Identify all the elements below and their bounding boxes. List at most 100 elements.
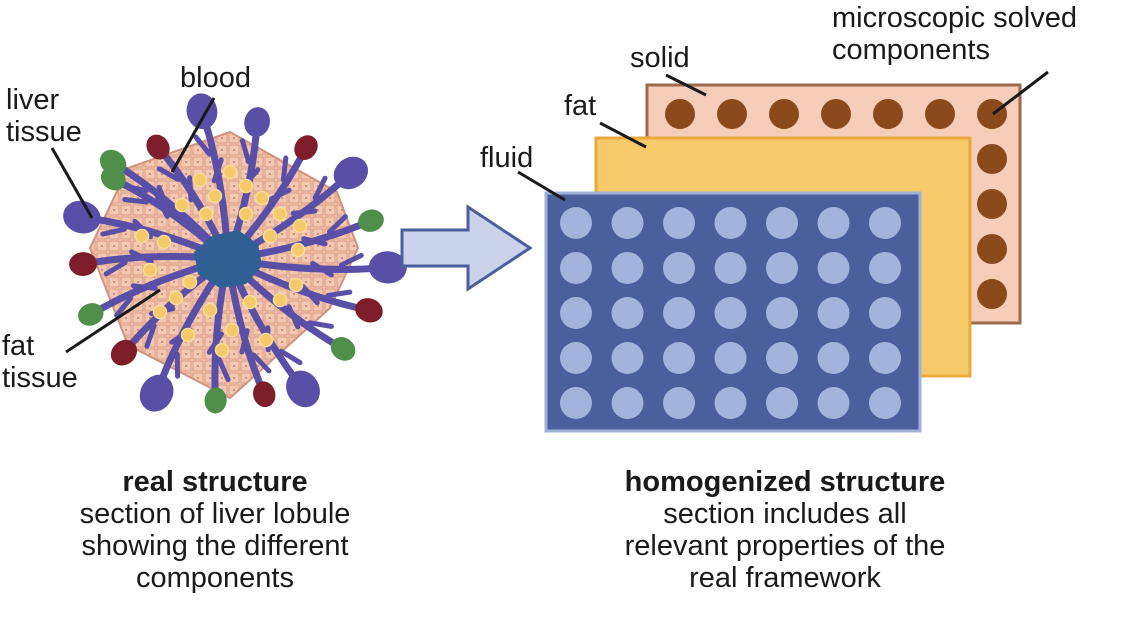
vessel-bulb bbox=[358, 209, 384, 232]
fluid-dot bbox=[714, 207, 747, 239]
real-structure-caption: real structure section of liver lobule s… bbox=[20, 466, 410, 594]
fat-droplet bbox=[152, 304, 168, 320]
fat-tissue-leader bbox=[65, 288, 161, 354]
fat-droplet bbox=[288, 277, 304, 293]
fat-label: fat bbox=[564, 90, 597, 122]
fluid-dot bbox=[560, 207, 592, 239]
fat-droplet bbox=[142, 262, 158, 278]
fat-droplet bbox=[207, 188, 223, 204]
vessel-branch bbox=[100, 226, 127, 237]
fat-droplet bbox=[290, 242, 306, 258]
vessel-branch bbox=[154, 194, 170, 219]
fluid-dot bbox=[663, 342, 695, 374]
fluid-dot bbox=[817, 207, 850, 239]
blood-label: blood bbox=[180, 62, 251, 94]
liver-tissue-label-line2: tissue bbox=[6, 116, 82, 148]
fat-droplet bbox=[202, 302, 218, 318]
vessel-branch bbox=[280, 155, 289, 183]
fat-droplet bbox=[292, 218, 308, 234]
fat-tissue-label-line1: fat bbox=[2, 330, 35, 362]
vessel-branch bbox=[239, 328, 250, 355]
vessel-branch bbox=[266, 187, 292, 203]
vessel-bulb bbox=[244, 107, 270, 137]
fluid-dot bbox=[817, 387, 850, 419]
fluid-dot bbox=[560, 387, 592, 419]
fluid-dot bbox=[869, 252, 901, 284]
fat-droplet bbox=[180, 327, 196, 343]
vessel-branch bbox=[144, 323, 157, 349]
liver-lobule bbox=[63, 93, 407, 414]
fluid-dot bbox=[766, 297, 798, 329]
fluid-dot bbox=[766, 207, 798, 239]
fluid-label: fluid bbox=[480, 142, 534, 174]
fat-droplet bbox=[238, 206, 254, 222]
vessel-branch bbox=[122, 197, 150, 205]
real-structure-line2: showing the different bbox=[81, 530, 349, 562]
fluid-dot bbox=[611, 387, 644, 419]
vessel-bulb bbox=[100, 166, 126, 191]
solid-dot bbox=[977, 279, 1007, 309]
vessel-branch bbox=[114, 295, 134, 318]
solid-dot bbox=[977, 144, 1007, 174]
solid-dot bbox=[977, 189, 1007, 219]
fluid-dot bbox=[817, 252, 850, 284]
homogenized-structure-line3: real framework bbox=[689, 562, 881, 594]
vessel-bulb bbox=[204, 387, 227, 414]
vessel-branch bbox=[211, 157, 224, 184]
fat-droplet bbox=[192, 172, 208, 188]
microscopic-label-line2: components bbox=[832, 34, 990, 66]
fluid-dot bbox=[817, 297, 850, 329]
vessel-branch bbox=[239, 138, 252, 165]
vessel-branch bbox=[307, 320, 334, 329]
fluid-leader bbox=[517, 170, 566, 202]
vessel-bulb bbox=[294, 135, 318, 160]
fluid-dot bbox=[869, 207, 901, 239]
vessel-bulb bbox=[78, 303, 104, 326]
vessel-bulb bbox=[286, 370, 320, 408]
fat-droplet bbox=[174, 197, 190, 213]
fat-leader bbox=[599, 121, 647, 149]
fat-droplet bbox=[214, 342, 230, 358]
fluid-dot bbox=[611, 252, 644, 284]
fluid-dot bbox=[663, 252, 695, 284]
fluid-dot bbox=[869, 342, 901, 374]
vessel-branch bbox=[187, 175, 194, 203]
fat-droplet bbox=[254, 190, 270, 206]
solid-dot bbox=[873, 99, 903, 129]
real-structure-title: real structure bbox=[122, 466, 308, 498]
vessel-branch bbox=[312, 175, 328, 201]
solid-dot bbox=[665, 99, 695, 129]
vessel-bulb bbox=[146, 134, 170, 160]
fat-tissue-label: fat tissue bbox=[2, 330, 78, 394]
vessel-branch bbox=[310, 260, 334, 278]
vessel-bulb bbox=[69, 252, 98, 276]
vessel-bulb bbox=[368, 251, 407, 284]
solid-dot bbox=[977, 234, 1007, 264]
homogenized-structure-title: homogenized structure bbox=[624, 466, 946, 498]
solid-label: solid bbox=[630, 42, 690, 74]
liver-tissue-leader bbox=[50, 147, 94, 219]
vessel-branch bbox=[129, 249, 154, 265]
fat-droplet bbox=[258, 332, 274, 348]
vessel-branch bbox=[301, 236, 328, 247]
fat-droplet bbox=[168, 290, 184, 306]
liver-tissue-label: liver tissue bbox=[6, 84, 82, 148]
solid-dot bbox=[977, 99, 1007, 129]
fat-droplet bbox=[272, 206, 288, 222]
homogenized-structure-line1: section includes all bbox=[663, 498, 907, 530]
fluid-dot bbox=[611, 342, 644, 374]
vessel-branch bbox=[286, 304, 301, 330]
vessel-branch bbox=[325, 289, 353, 298]
vessel-branch bbox=[156, 166, 181, 183]
vessel-branch bbox=[300, 283, 320, 306]
vessel-branch bbox=[193, 134, 213, 157]
fluid-dot bbox=[611, 297, 644, 329]
vessel-bulb bbox=[355, 298, 383, 323]
transform-arrow bbox=[400, 204, 533, 292]
solid-dots bbox=[665, 99, 1007, 309]
fluid-dot bbox=[869, 297, 901, 329]
fluid-dot bbox=[766, 387, 798, 419]
blood-leader bbox=[170, 97, 216, 173]
homogenized-structure-line2: relevant properties of the bbox=[624, 530, 946, 562]
